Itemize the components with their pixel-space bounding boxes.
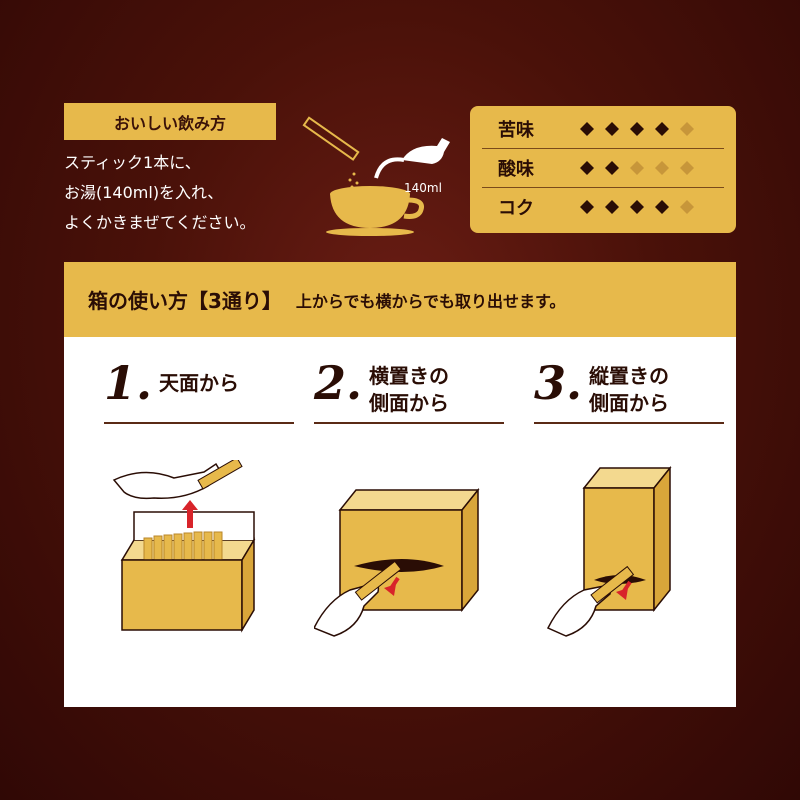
taste-label: 苦味 (498, 120, 534, 141)
taste-chart: 苦味 酸味 コク (470, 106, 736, 233)
taste-row-bitterness: 苦味 (482, 110, 724, 149)
step-label-line: 横置きの (369, 364, 449, 388)
cup-illustration (292, 116, 462, 240)
step-label-line: 縦置きの (589, 364, 669, 388)
step-label: 横置きの 側面から (369, 363, 449, 417)
step-label: 縦置きの 側面から (589, 363, 669, 417)
taste-label: 酸味 (498, 159, 534, 180)
step-label-line: 側面から (589, 391, 669, 415)
diamond-icon (574, 156, 599, 181)
diamond-icon (574, 117, 599, 142)
box-side-illustration (312, 460, 504, 654)
step-number: 3. (534, 356, 583, 410)
taste-level (574, 156, 699, 181)
taste-label: コク (498, 198, 534, 219)
box-usage-title: 箱の使い方【3通り】 (88, 289, 282, 313)
diamond-icon (599, 195, 624, 220)
step-label-line: 側面から (369, 391, 449, 415)
step-label: 天面から (159, 370, 239, 397)
divider (314, 422, 504, 424)
diamond-icon (574, 195, 599, 220)
diamond-icon (649, 117, 674, 142)
diamond-icon (674, 117, 699, 142)
taste-row-acidity: 酸味 (482, 149, 724, 188)
diamond-icon (624, 195, 649, 220)
divider (104, 422, 294, 424)
box-vertical-illustration (534, 460, 724, 654)
howto-line: お湯(140ml)を入れ、 (64, 183, 224, 202)
howto-title: おいしい飲み方 (64, 103, 276, 140)
diamond-icon (624, 156, 649, 181)
step-number: 1. (104, 356, 153, 410)
divider (534, 422, 724, 424)
howto-line: スティック1本に、 (64, 153, 201, 172)
step-label-line: 天面から (159, 371, 239, 395)
box-top-illustration (104, 457, 294, 654)
howto-instructions: スティック1本に、 お湯(140ml)を入れ、 よくかきまぜてください。 (64, 148, 256, 238)
step-number: 2. (314, 356, 363, 410)
box-usage-header: 箱の使い方【3通り】 上からでも横からでも取り出せます。 (64, 262, 736, 337)
diamond-icon (649, 156, 674, 181)
diamond-icon (624, 117, 649, 142)
taste-level (574, 195, 699, 220)
taste-level (574, 117, 699, 142)
diamond-icon (649, 195, 674, 220)
diamond-icon (674, 156, 699, 181)
diamond-icon (599, 117, 624, 142)
taste-row-body: コク (482, 188, 724, 226)
box-usage-subtitle: 上からでも横からでも取り出せます。 (295, 291, 566, 311)
volume-label: 140ml (404, 181, 442, 195)
diamond-icon (599, 156, 624, 181)
howto-line: よくかきまぜてください。 (64, 213, 256, 232)
diamond-icon (674, 195, 699, 220)
box-usage-panel: 箱の使い方【3通り】 上からでも横からでも取り出せます。 1. 天面から (64, 262, 736, 707)
